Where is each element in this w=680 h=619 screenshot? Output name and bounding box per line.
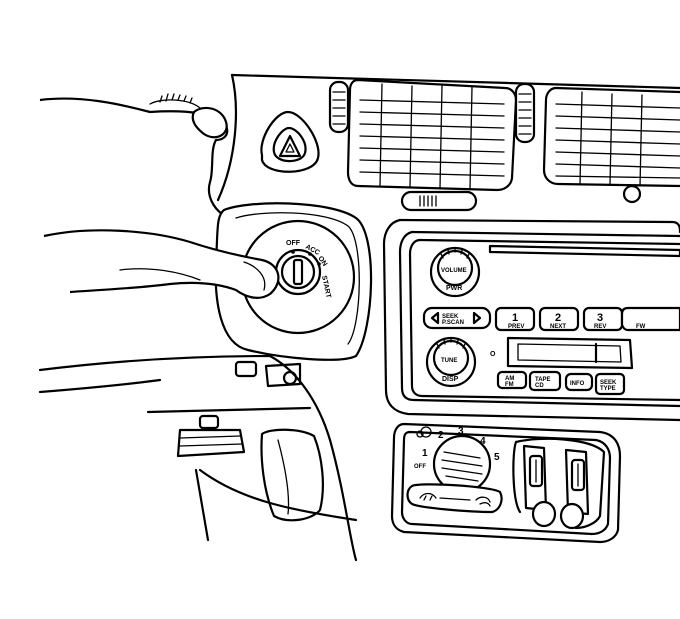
side-vent-left	[328, 80, 350, 134]
right-air-vent[interactable]	[542, 86, 680, 204]
pedal-area	[176, 360, 358, 542]
preset-button-1[interactable]: 1 PREV	[494, 306, 536, 332]
tune-label: TUNE	[441, 358, 457, 364]
dashboard-top-edge	[230, 73, 680, 90]
volume-knob[interactable]: VOLUME PWR	[429, 246, 481, 298]
pointing-hand	[43, 229, 280, 299]
tune-knob[interactable]: TUNE DISP	[425, 336, 477, 388]
ignition-off-label: OFF	[286, 240, 301, 247]
tape-door[interactable]: O	[490, 336, 634, 370]
dash-slot	[400, 190, 478, 212]
ignition-on-label: ON	[316, 255, 328, 268]
preset-button-3[interactable]: 3 REV	[582, 306, 624, 332]
defrost-icon	[419, 492, 437, 501]
temperature-slider-right[interactable]	[559, 448, 590, 530]
seek-left-arrow-icon	[430, 311, 440, 325]
preset-1-number: 1	[512, 312, 518, 324]
hazard-button[interactable]	[260, 110, 320, 173]
volume-label: VOLUME	[441, 268, 467, 274]
pwr-label: PWR	[446, 285, 462, 292]
preset-1-sub: PREV	[508, 324, 524, 330]
fan-speed-1: 1	[422, 448, 428, 459]
fan-speed-5: 5	[494, 452, 500, 463]
center-air-vent[interactable]	[346, 78, 518, 192]
cd-indicator: O	[490, 351, 496, 358]
fan-speed-2: 2	[438, 430, 444, 441]
seek-right-arrow-icon	[472, 311, 482, 325]
preset-2-sub: NEXT	[550, 324, 566, 330]
floor-vent-icon	[475, 496, 491, 507]
info-label: INFO	[570, 381, 585, 387]
upper-hand	[39, 93, 229, 215]
preset-button-2[interactable]: 2 NEXT	[538, 306, 580, 332]
key-slot	[292, 258, 304, 286]
hazard-triangle-icon	[278, 134, 302, 158]
info-button[interactable]: INFO	[564, 372, 594, 392]
disp-label: DISP	[442, 376, 459, 383]
fan-speed-knob[interactable]: 1 2 3 4 5 OFF	[414, 426, 500, 494]
preset-4-sub: FW	[636, 324, 646, 330]
fan-speed-3: 3	[458, 426, 464, 437]
mode-selector[interactable]	[406, 483, 503, 514]
preset-2-number: 2	[555, 312, 561, 324]
preset-button-4[interactable]: FW	[620, 306, 680, 332]
climate-panel	[390, 422, 622, 544]
preset-3-number: 3	[597, 312, 603, 324]
climate-slider-housing	[512, 437, 606, 530]
cd-slot	[488, 244, 680, 258]
fan-speed-4: 4	[480, 436, 486, 447]
radio-head-unit	[408, 238, 680, 402]
ignition-start-label: START	[320, 275, 332, 299]
temperature-slider-left[interactable]	[522, 444, 557, 528]
fan-icon	[420, 426, 432, 438]
fan-off-label: OFF	[414, 464, 426, 470]
side-vent-right	[514, 82, 536, 144]
preset-3-sub: REV	[594, 324, 606, 330]
